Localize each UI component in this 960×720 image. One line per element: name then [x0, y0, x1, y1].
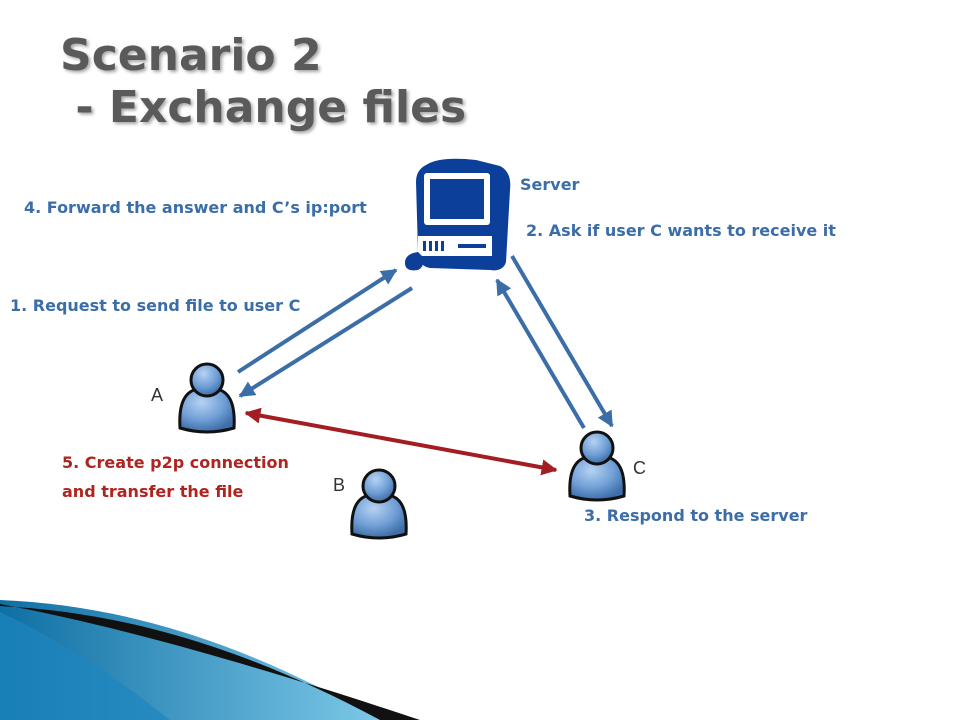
step-1-label: 1. Request to send file to user C	[10, 296, 301, 315]
step-3-label: 3. Respond to the server	[584, 506, 808, 525]
step-5-label-line-2: and transfer the file	[62, 482, 244, 501]
arrow-p2p-a-c	[244, 407, 558, 476]
node-b-label: B	[333, 475, 346, 495]
step-4-label: 4. Forward the answer and C’s ip:port	[24, 198, 367, 217]
arrow-c-to-server	[495, 278, 586, 430]
arrow-a-to-server	[236, 268, 398, 374]
step-2-label: 2. Ask if user C wants to receive it	[526, 221, 836, 240]
computer-server-icon	[404, 158, 511, 271]
title-line-1: Scenario 2	[60, 30, 322, 81]
user-icon-c	[568, 430, 626, 502]
node-c-label: C	[633, 458, 646, 478]
decorative-swoosh	[0, 600, 420, 720]
arrow-server-to-a	[238, 286, 414, 398]
user-icon-a	[178, 362, 236, 434]
node-a-label: A	[151, 385, 164, 405]
title-line-2: - Exchange files	[60, 82, 467, 133]
server-label: Server	[520, 175, 580, 194]
arrow-server-to-c	[510, 254, 614, 428]
user-icon-b	[350, 468, 408, 540]
step-5-label-line-1: 5. Create p2p connection	[62, 453, 289, 472]
slide-title: Scenario 2 - Exchange files	[60, 30, 466, 134]
